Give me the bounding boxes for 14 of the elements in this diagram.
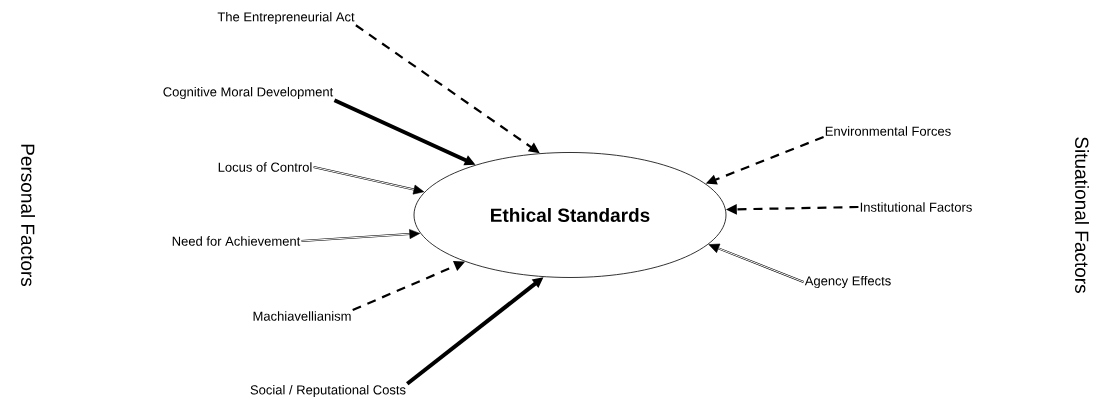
factor-label: Environmental Forces	[825, 126, 951, 136]
factor-label: Need for Achievement	[172, 236, 301, 246]
factor-label: Agency Effects	[804, 275, 891, 289]
factor-label: Machiavellianism	[253, 311, 351, 321]
factor-label: Cognitive Moral Development	[163, 86, 334, 100]
factor-label: Social / Reputational Costs	[250, 384, 406, 398]
factor-label: Institutional Factors	[860, 202, 972, 212]
arrow	[708, 243, 805, 283]
side-label: Situational Factors	[1075, 137, 1089, 293]
arrow	[300, 229, 421, 242]
factor-label: The Entrepreneurial Act	[217, 11, 355, 25]
factor-label: Locus of Control	[218, 162, 312, 172]
arrow	[312, 166, 425, 195]
side-label: Personal Factors	[21, 144, 35, 287]
